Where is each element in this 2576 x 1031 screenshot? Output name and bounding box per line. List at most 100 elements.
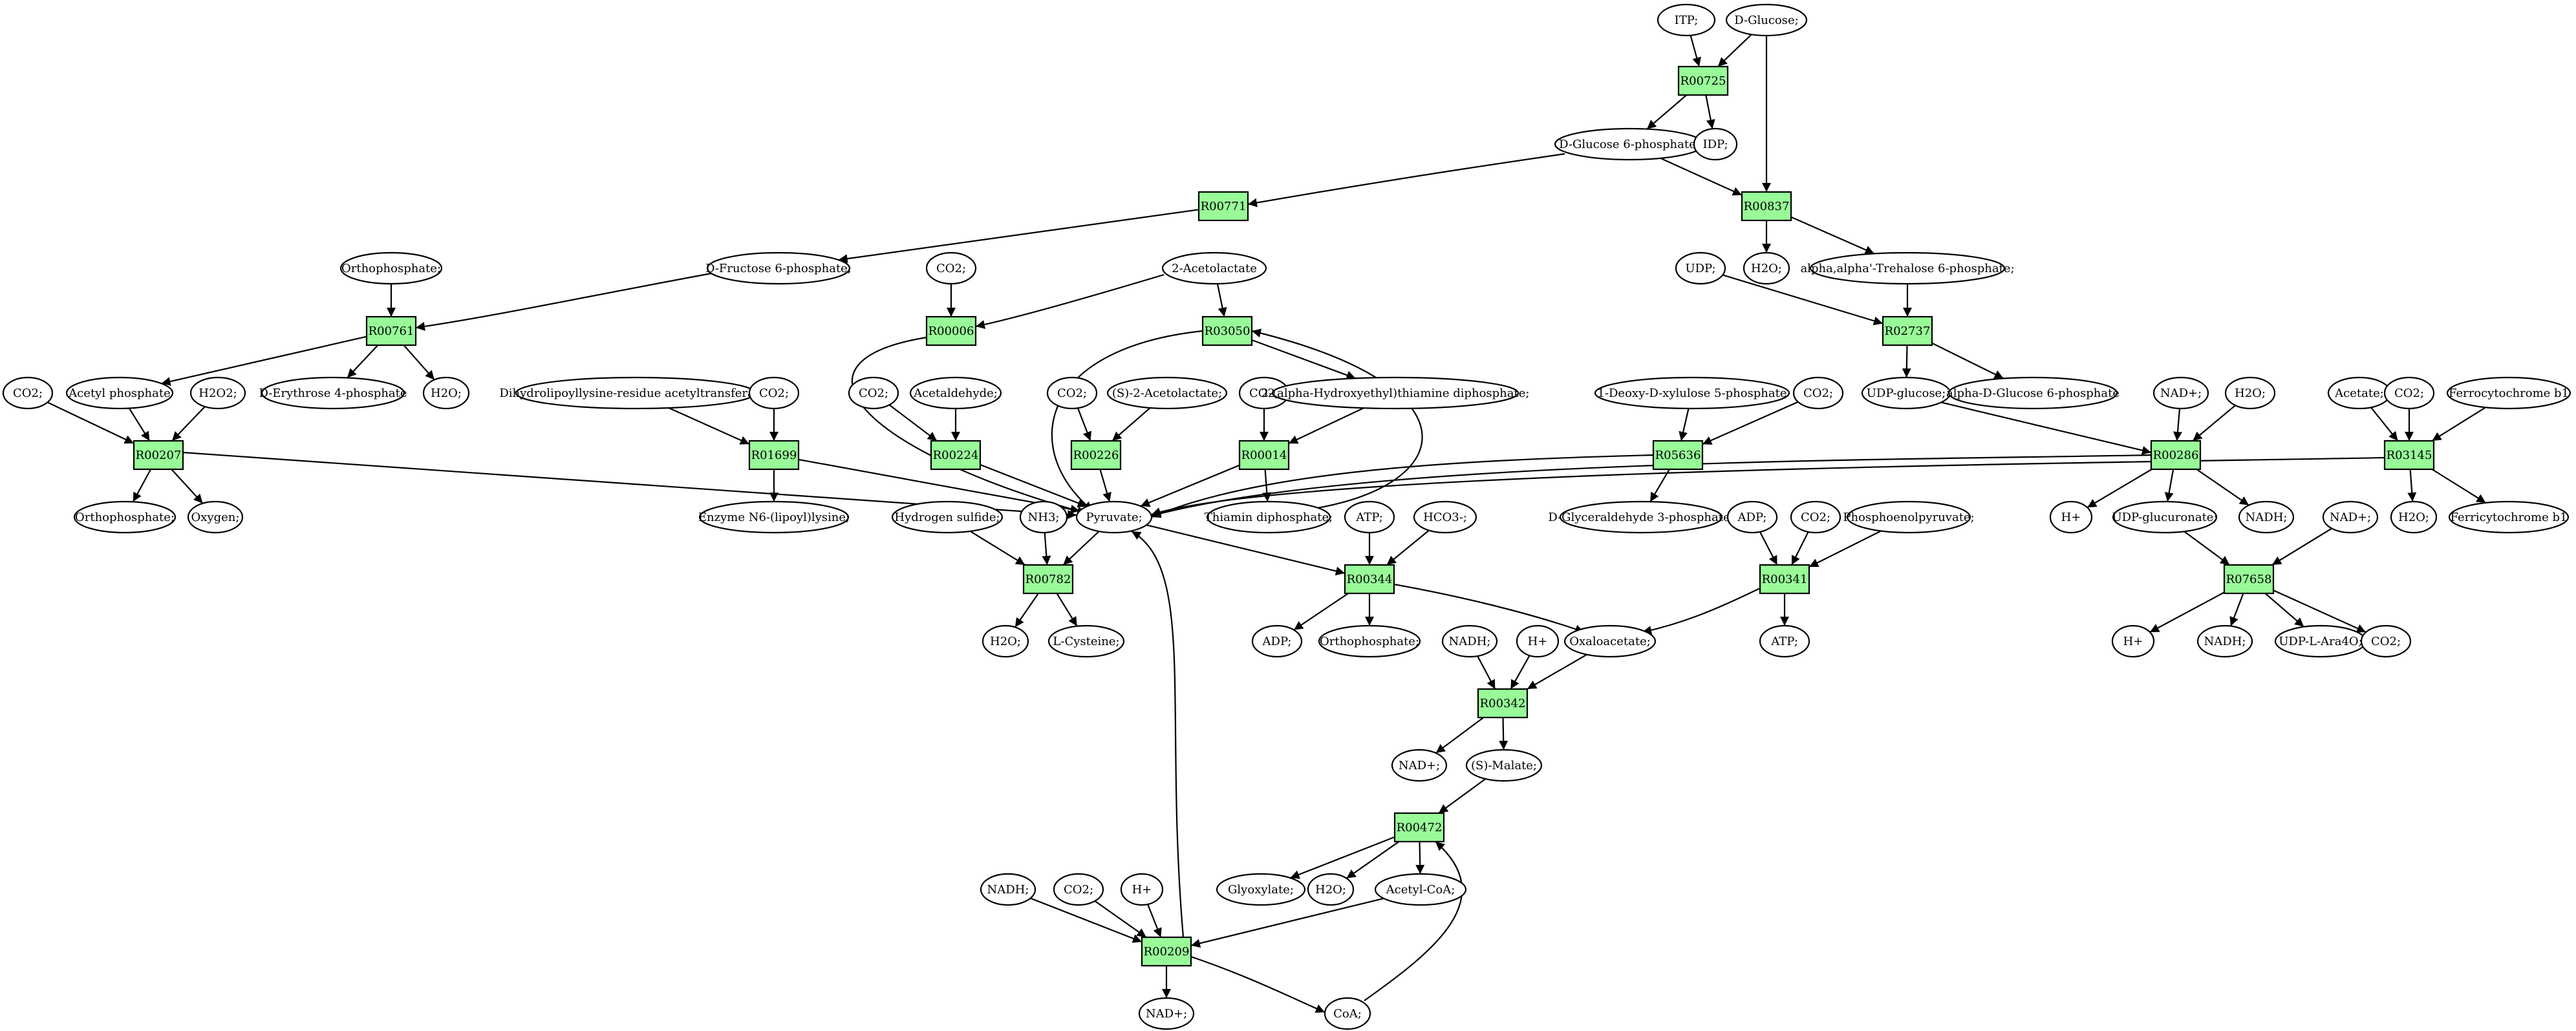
metabolite-node-udpara4o[interactable]: UDP-L-Ara4O; <box>2274 624 2367 658</box>
metabolite-node-hplus_286[interactable]: H+ <box>2049 500 2093 534</box>
metabolite-node-ferrocyt[interactable]: Ferrocytochrome b1 <box>2446 376 2571 410</box>
metabolite-node-f6p[interactable]: D-Fructose 6-phosphate; <box>705 251 852 285</box>
metabolite-node-co2_014[interactable]: CO2; <box>1238 376 1290 410</box>
metabolite-ellipse <box>1344 500 1395 534</box>
metabolite-node-atp_341[interactable]: ATP; <box>1759 624 1810 658</box>
metabolite-node-nadp_7658[interactable]: NAD+; <box>2322 500 2379 534</box>
metabolite-node-h2o_472[interactable]: H2O; <box>1307 873 1355 906</box>
reaction-node-r00014[interactable]: R00014 <box>1238 440 1290 471</box>
metabolite-node-orthophos_207[interactable]: Orthophosphate; <box>73 500 177 534</box>
metabolite-node-ferricyt[interactable]: Ferricytochrome b1 <box>2448 500 2570 534</box>
metabolite-node-co2_224[interactable]: CO2; <box>848 376 899 410</box>
metabolite-node-s2acetolactate[interactable]: (S)-2-Acetolactate; <box>1106 376 1228 410</box>
metabolite-node-treh6p[interactable]: alpha,alpha'-Trehalose 6-phosphate; <box>1800 251 2015 285</box>
metabolite-node-lcys[interactable]: L-Cysteine; <box>1047 624 1125 658</box>
metabolite-node-co2_209[interactable]: CO2; <box>1053 873 1104 906</box>
metabolite-node-h2o2[interactable]: H2O2; <box>189 376 246 410</box>
metabolite-node-co2_3145[interactable]: CO2; <box>2383 376 2435 410</box>
reaction-node-r00341[interactable]: R00341 <box>1759 564 1810 595</box>
metabolite-node-dglucose[interactable]: D-Glucose; <box>1725 3 1808 37</box>
metabolite-node-co2_341[interactable]: CO2; <box>1790 500 1841 534</box>
metabolite-node-nadh_286[interactable]: NADH; <box>2238 500 2295 534</box>
reaction-node-r01699[interactable]: R01699 <box>748 440 800 471</box>
metabolite-node-nadh_342[interactable]: NADH; <box>1441 624 1498 658</box>
reaction-node-r00226[interactable]: R00226 <box>1070 440 1122 471</box>
metabolite-node-oxygen[interactable]: Oxygen; <box>187 500 244 534</box>
metabolite-node-acetaldehyde[interactable]: Acetaldehyde; <box>909 376 1002 410</box>
reaction-node-r05636[interactable]: R05636 <box>1652 440 1704 471</box>
reaction-node-r07658[interactable]: R07658 <box>2223 564 2275 595</box>
reaction-node-r00224[interactable]: R00224 <box>930 440 982 471</box>
metabolite-node-itp[interactable]: ITP; <box>1657 3 1716 37</box>
metabolite-node-e4p[interactable]: D-Erythrose 4-phosphate <box>259 376 407 410</box>
metabolite-node-coa[interactable]: CoA; <box>1324 997 1371 1030</box>
reaction-node-r00472[interactable]: R00472 <box>1393 812 1445 843</box>
metabolite-node-pyruvate[interactable]: Pyruvate; <box>1075 500 1153 534</box>
metabolite-node-dxp[interactable]: 1-Deoxy-D-xylulose 5-phosphate <box>1594 376 1790 410</box>
metabolite-node-orthophos_344[interactable]: Orthophosphate; <box>1318 624 1421 658</box>
reaction-node-r03145[interactable]: R03145 <box>2383 440 2435 471</box>
metabolite-node-thdp[interactable]: Thiamin diphosphate; <box>1205 500 1333 534</box>
metabolite-node-atp_344[interactable]: ATP; <box>1344 500 1395 534</box>
metabolite-node-h2o_761[interactable]: H2O; <box>422 376 470 410</box>
reaction-node-r00207[interactable]: R00207 <box>133 440 184 471</box>
metabolite-node-h2o_782[interactable]: H2O; <box>982 624 1029 658</box>
reaction-node-r00782[interactable]: R00782 <box>1022 564 1074 595</box>
reaction-node-r03050[interactable]: R03050 <box>1201 315 1253 346</box>
metabolite-node-h2s[interactable]: Hydrogen sulfide; <box>891 500 1004 534</box>
reaction-box <box>1652 440 1704 471</box>
reaction-node-r00286[interactable]: R00286 <box>2150 440 2202 471</box>
metabolite-node-hplus_209[interactable]: H+ <box>1120 873 1164 906</box>
metabolite-node-nadp_209[interactable]: NAD+; <box>1138 997 1195 1030</box>
reaction-node-r00006[interactable]: R00006 <box>925 315 977 346</box>
reaction-node-r00725[interactable]: R00725 <box>1677 65 1729 96</box>
metabolite-node-hplus_7658[interactable]: H+ <box>2111 624 2155 658</box>
metabolite-node-acetylcoa[interactable]: Acetyl-CoA; <box>1374 873 1467 906</box>
metabolite-node-hethdp[interactable]: 2-(alpha-Hydroxyethyl)thiamine diphospha… <box>1261 376 1530 410</box>
metabolite-node-nh3[interactable]: NH3; <box>1019 500 1068 534</box>
reaction-node-r00771[interactable]: R00771 <box>1197 191 1249 222</box>
metabolite-node-co2_226[interactable]: CO2; <box>1046 376 1098 410</box>
metabolite-node-h2o_3145[interactable]: H2O; <box>2390 500 2438 534</box>
metabolite-node-udpglucuronate[interactable]: UDP-glucuronate; <box>2112 500 2218 534</box>
metabolite-node-idp[interactable]: IDP; <box>1693 127 1738 161</box>
metabolite-node-smalate[interactable]: (S)-Malate; <box>1465 749 1543 782</box>
metabolite-node-udpglucose[interactable]: UDP-glucose; <box>1861 376 1951 410</box>
reaction-node-r00209[interactable]: R00209 <box>1141 936 1192 967</box>
metabolite-node-co2_5636[interactable]: CO2; <box>1792 376 1844 410</box>
metabolite-node-h2o_837[interactable]: H2O; <box>1743 251 1790 285</box>
metabolite-node-acetylphos[interactable]: Acetyl phosphate <box>65 376 174 410</box>
metabolite-node-adp_341[interactable]: ADP; <box>1726 500 1778 534</box>
edge-R07658-to-hplus_7658 <box>2149 591 2225 633</box>
metabolite-node-adg6p[interactable]: alpha-D-Glucose 6-phosphate <box>1946 376 2120 410</box>
metabolite-node-co2_7658[interactable]: CO2; <box>2360 624 2412 658</box>
metabolite-node-oxaloacetate[interactable]: Oxaloacetate; <box>1563 624 1657 658</box>
metabolite-node-orthophos_761[interactable]: Orthophosphate; <box>339 251 443 285</box>
metabolite-node-co2_207[interactable]: CO2; <box>2 376 54 410</box>
metabolite-node-hplus_342[interactable]: H+ <box>1516 624 1560 658</box>
metabolite-node-nadh_209[interactable]: NADH; <box>980 873 1036 906</box>
reaction-node-r00344[interactable]: R00344 <box>1344 564 1395 595</box>
metabolite-node-g6p[interactable]: D-Glucose 6-phosphate; <box>1554 127 1705 161</box>
metabolite-node-co2_006[interactable]: CO2; <box>925 251 977 285</box>
metabolite-node-hco3[interactable]: HCO3-; <box>1413 500 1477 534</box>
metabolite-node-pep[interactable]: Phosphoenolpyruvate; <box>1843 500 1975 534</box>
metabolite-node-glyoxylate[interactable]: Glyoxylate; <box>1216 873 1306 906</box>
metabolite-node-h2o_286in[interactable]: H2O; <box>2224 376 2276 410</box>
metabolite-node-acetolactate[interactable]: 2-Acetolactate <box>1161 251 1267 285</box>
metabolite-node-co2_1699[interactable]: CO2; <box>748 376 800 410</box>
metabolite-node-nadp_342[interactable]: NAD+; <box>1391 749 1448 782</box>
metabolite-node-nadh_7658[interactable]: NADH; <box>2196 624 2253 658</box>
metabolite-node-udp_2737[interactable]: UDP; <box>1675 251 1726 285</box>
reaction-node-r02737[interactable]: R02737 <box>1882 315 1933 346</box>
metabolite-node-lipoyl[interactable]: Enzyme N6-(lipoyl)lysine; <box>698 500 850 534</box>
metabolite-node-nadp_286[interactable]: NAD+; <box>2152 376 2209 410</box>
reaction-node-r00837[interactable]: R00837 <box>1741 191 1792 222</box>
reaction-node-r00761[interactable]: R00761 <box>365 315 417 346</box>
metabolite-node-g3p[interactable]: D-Glyceraldehyde 3-phosphate; <box>1548 500 1734 534</box>
metabolite-node-acetate[interactable]: Acetate; <box>2327 376 2392 410</box>
metabolite-node-adp_344[interactable]: ADP; <box>1251 624 1303 658</box>
reaction-box <box>365 315 417 346</box>
reaction-node-r00342[interactable]: R00342 <box>1477 688 1529 719</box>
metabolite-node-dihydro[interactable]: Dihydrolipoyllysine-residue acetyltransf… <box>499 376 772 410</box>
